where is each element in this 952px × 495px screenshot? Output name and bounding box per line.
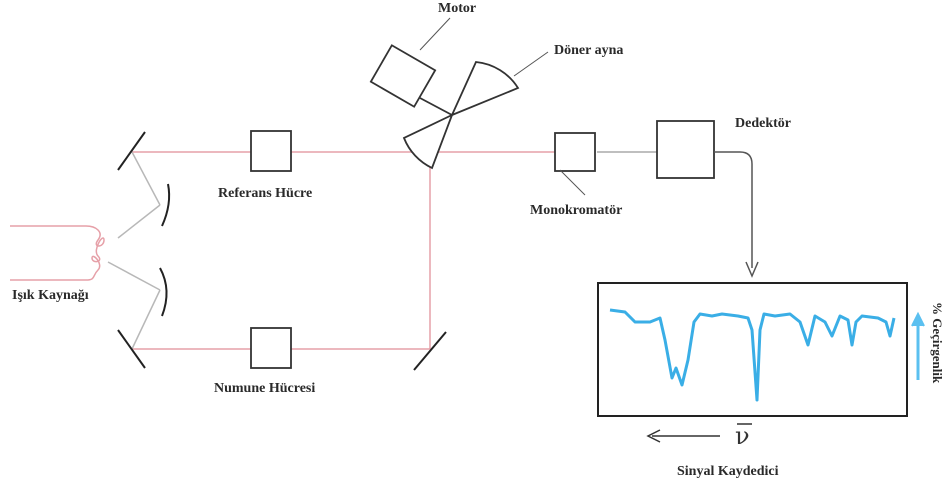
sample-mirror-beam-1 (107, 261, 161, 291)
flat-mirror-bottom-left (117, 329, 146, 369)
monochromator-box (554, 132, 596, 172)
sample-mirror-beam-2 (131, 289, 161, 350)
flat-mirror-bottom-right (413, 331, 447, 371)
label-rotating-mirror: Döner ayna (554, 43, 624, 58)
sample-cell-box (250, 327, 292, 369)
label-transmittance: % Geçirgenlik (930, 302, 945, 384)
reference-cell-box (250, 130, 292, 172)
concave-mirror-top (161, 183, 171, 227)
label-detector: Dedektör (735, 116, 791, 131)
label-signal-recorder: Sinyal Kaydedici (677, 464, 779, 479)
chopper-blade-top (450, 61, 520, 117)
label-wavenumber-symbol: ν (735, 422, 750, 450)
detector-signal-line (714, 151, 753, 268)
beam-paths (132, 151, 657, 350)
transmittance-arrowhead (911, 311, 925, 327)
motor-box (369, 44, 437, 108)
detector-box (656, 120, 715, 179)
label-reference-cell: Referans Hücre (218, 186, 313, 201)
ref-mirror-beam-2 (117, 204, 161, 239)
label-motor: Motor (438, 1, 477, 16)
label-monochromator: Monokromatör (530, 203, 623, 218)
ref-mirror-beam-1 (131, 151, 161, 206)
mirror-leader-line (513, 51, 549, 77)
mirrors (117, 131, 447, 371)
light-source (10, 225, 105, 281)
filament-coil (85, 225, 105, 281)
spectrum-trace (609, 308, 896, 402)
flat-mirror-top-left (117, 131, 146, 171)
concave-mirror-bottom (159, 267, 168, 317)
chopper-blade-bottom (402, 113, 454, 170)
motor-shaft (419, 97, 453, 116)
source-beams (107, 151, 161, 350)
wavenumber-arrowhead (646, 429, 661, 443)
label-sample-cell: Numune Hücresi (214, 381, 316, 396)
detector-arrowhead (745, 261, 759, 278)
label-light-source: Işık Kaynağı (12, 288, 89, 303)
mono-leader-line (559, 169, 586, 196)
rotating-mirror (402, 61, 520, 170)
motor-leader-line (419, 17, 451, 51)
